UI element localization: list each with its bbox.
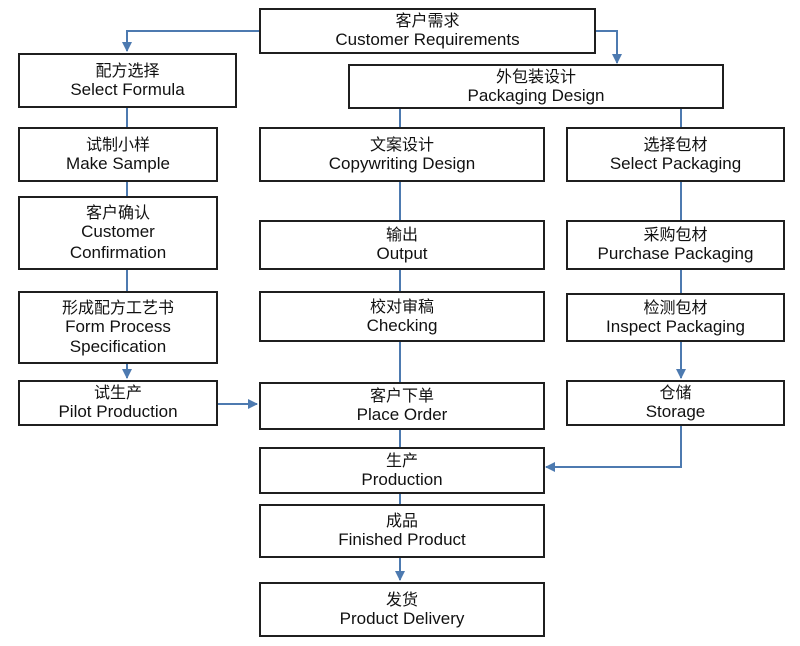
- node-label-cn: 形成配方工艺书: [61, 297, 174, 317]
- node-inspect-packaging: 检测包材 Inspect Packaging: [566, 293, 785, 342]
- node-label-cn: 输出: [385, 225, 418, 245]
- node-label-en: Pilot Production: [58, 402, 178, 422]
- node-label-en: Storage: [645, 402, 706, 422]
- node-label-en: Production: [361, 469, 443, 489]
- node-label-cn: 试制小样: [85, 134, 150, 154]
- node-label-cn: 发货: [385, 589, 418, 609]
- node-place-order: 客户下单 Place Order: [259, 382, 545, 430]
- node-select-packaging: 选择包材 Select Packaging: [566, 127, 785, 182]
- node-label-cn: 选择包材: [643, 134, 708, 154]
- node-copywriting-design: 文案设计 Copywriting Design: [259, 127, 545, 182]
- node-pilot-production: 试生产 Pilot Production: [18, 380, 218, 426]
- node-packaging-design: 外包装设计 Packaging Design: [348, 64, 724, 109]
- node-label-cn: 校对审稿: [369, 296, 434, 316]
- node-label-cn: 仓储: [659, 383, 692, 403]
- node-customer-requirements: 客户需求 Customer Requirements: [259, 8, 596, 54]
- node-label-en-line2: Specification: [69, 337, 167, 357]
- node-label-en: Checking: [366, 315, 438, 335]
- node-label-en-line1: Form Process: [65, 316, 171, 336]
- node-label-en: Select Formula: [70, 79, 185, 99]
- node-label-en: Output: [376, 244, 428, 264]
- node-label-en: Product Delivery: [339, 608, 465, 628]
- node-checking: 校对审稿 Checking: [259, 291, 545, 342]
- node-make-sample: 试制小样 Make Sample: [18, 127, 218, 182]
- node-label-en: Inspect Packaging: [606, 316, 745, 336]
- node-select-formula: 配方选择 Select Formula: [18, 53, 237, 108]
- node-customer-confirmation: 客户确认 Customer Confirmation: [18, 196, 218, 270]
- node-finished-product: 成品 Finished Product: [259, 504, 545, 558]
- node-label-en: Purchase Packaging: [597, 244, 754, 264]
- arrow-requirements-to-packaging-design: [596, 30, 622, 64]
- arrow-requirements-to-formula: [122, 30, 260, 52]
- node-product-delivery: 发货 Product Delivery: [259, 582, 545, 637]
- node-label-cn: 客户下单: [369, 386, 434, 406]
- node-label-cn: 试生产: [93, 383, 142, 403]
- node-label-cn: 客户需求: [395, 11, 460, 31]
- node-label-cn: 外包装设计: [495, 66, 576, 86]
- node-form-process-specification: 形成配方工艺书 Form Process Specification: [18, 291, 218, 364]
- node-output: 输出 Output: [259, 220, 545, 270]
- node-label-en: Select Packaging: [609, 153, 742, 173]
- node-label-cn: 生产: [385, 450, 418, 470]
- node-label-en-line2: Confirmation: [69, 242, 167, 262]
- node-label-en-line1: Customer: [81, 222, 155, 242]
- node-purchase-packaging: 采购包材 Purchase Packaging: [566, 220, 785, 270]
- node-label-en: Place Order: [356, 405, 448, 425]
- node-label-cn: 检测包材: [643, 297, 708, 317]
- node-label-en: Copywriting Design: [328, 153, 476, 173]
- node-label-cn: 配方选择: [95, 60, 160, 80]
- node-storage: 仓储 Storage: [566, 380, 785, 426]
- node-label-en: Finished Product: [338, 530, 466, 550]
- node-production: 生产 Production: [259, 447, 545, 494]
- node-label-cn: 成品: [385, 511, 418, 531]
- node-label-en: Packaging Design: [467, 85, 605, 105]
- arrow-storage-to-production: [545, 426, 682, 472]
- node-label-cn: 文案设计: [369, 134, 434, 154]
- node-label-cn: 采购包材: [643, 225, 708, 245]
- node-label-en: Customer Requirements: [335, 30, 520, 50]
- node-label-cn: 客户确认: [85, 203, 150, 223]
- node-label-en: Make Sample: [66, 153, 170, 173]
